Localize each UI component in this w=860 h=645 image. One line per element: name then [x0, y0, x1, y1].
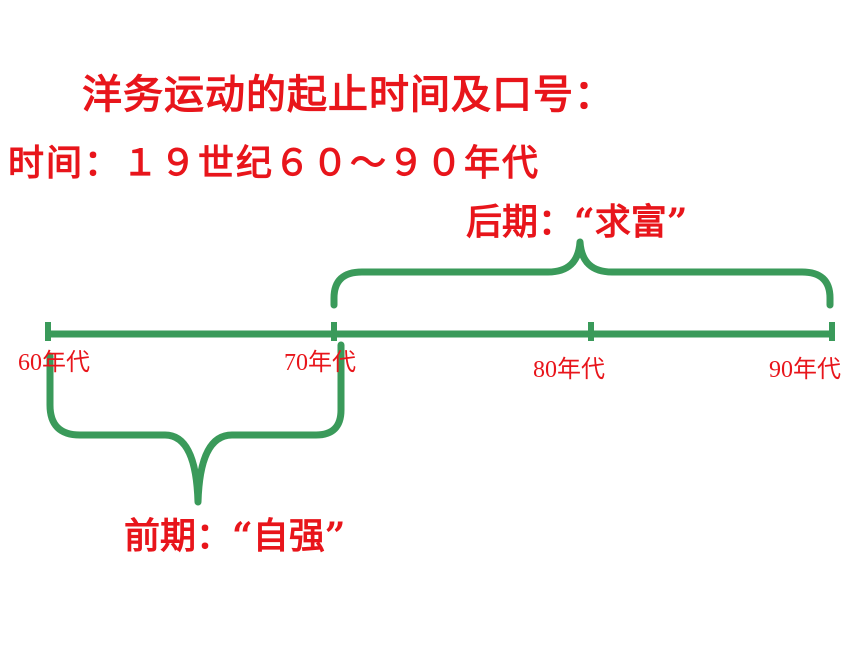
tick-label-60s: 60年代: [18, 350, 90, 376]
slide-title: 洋务运动的起止时间及口号：: [82, 71, 615, 118]
later-period-brace: [330, 238, 834, 309]
tick-label-90s: 90年代: [769, 357, 841, 383]
late-period-label: 后期：“求富”: [466, 201, 688, 243]
tick-label-80s: 80年代: [533, 357, 605, 383]
time-range-text: 时间：１９世纪６０～９０年代: [8, 142, 541, 184]
tick-label-70s: 70年代: [284, 350, 356, 376]
early-period-brace: [46, 341, 345, 506]
early-period-label: 前期：“自强”: [124, 515, 346, 557]
